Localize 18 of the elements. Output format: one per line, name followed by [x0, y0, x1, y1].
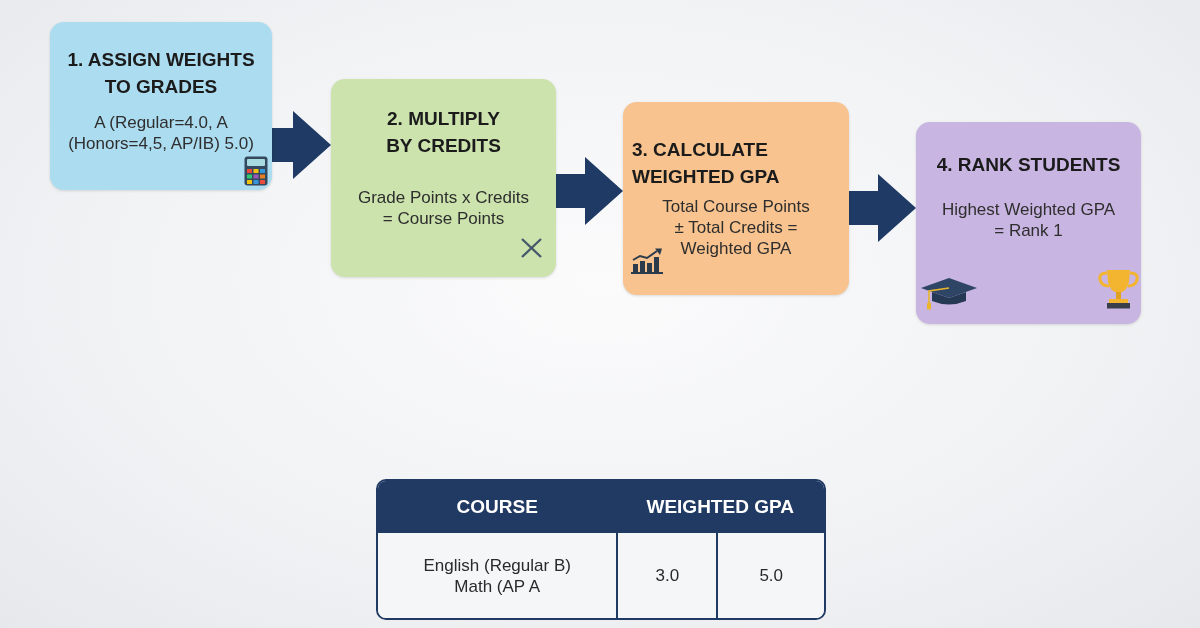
arrow: [556, 157, 623, 225]
step-title: 1. ASSIGN WEIGHTS TO GRADES: [67, 49, 255, 97]
step-box: [916, 122, 1141, 324]
step-title: 3. CALCULATE WEIGHTED GPA: [632, 139, 780, 187]
step-title: 4. RANK STUDENTS: [936, 154, 1121, 175]
step-title: 2. MULTIPLY BY CREDITS: [386, 108, 501, 156]
step-description: A (Regular=4.0, A (Honors=4,5, AP/IB) 5.0): [68, 113, 254, 153]
step-box: [50, 22, 272, 190]
arrow: [272, 111, 331, 179]
step-box: [331, 79, 556, 277]
column-header: COURSE: [378, 481, 617, 533]
step-box: [623, 102, 849, 295]
arrow: [849, 174, 916, 242]
step-description: Grade Points x Credits = Course Points: [358, 188, 529, 228]
table-cell: 5.0: [716, 533, 824, 618]
column-header: WEIGHTED GPA: [616, 481, 824, 533]
step-description: Highest Weighted GPA = Rank 1: [941, 200, 1116, 240]
step-description: Total Course Points ± Total Credits = Weighted GPA: [662, 197, 810, 258]
